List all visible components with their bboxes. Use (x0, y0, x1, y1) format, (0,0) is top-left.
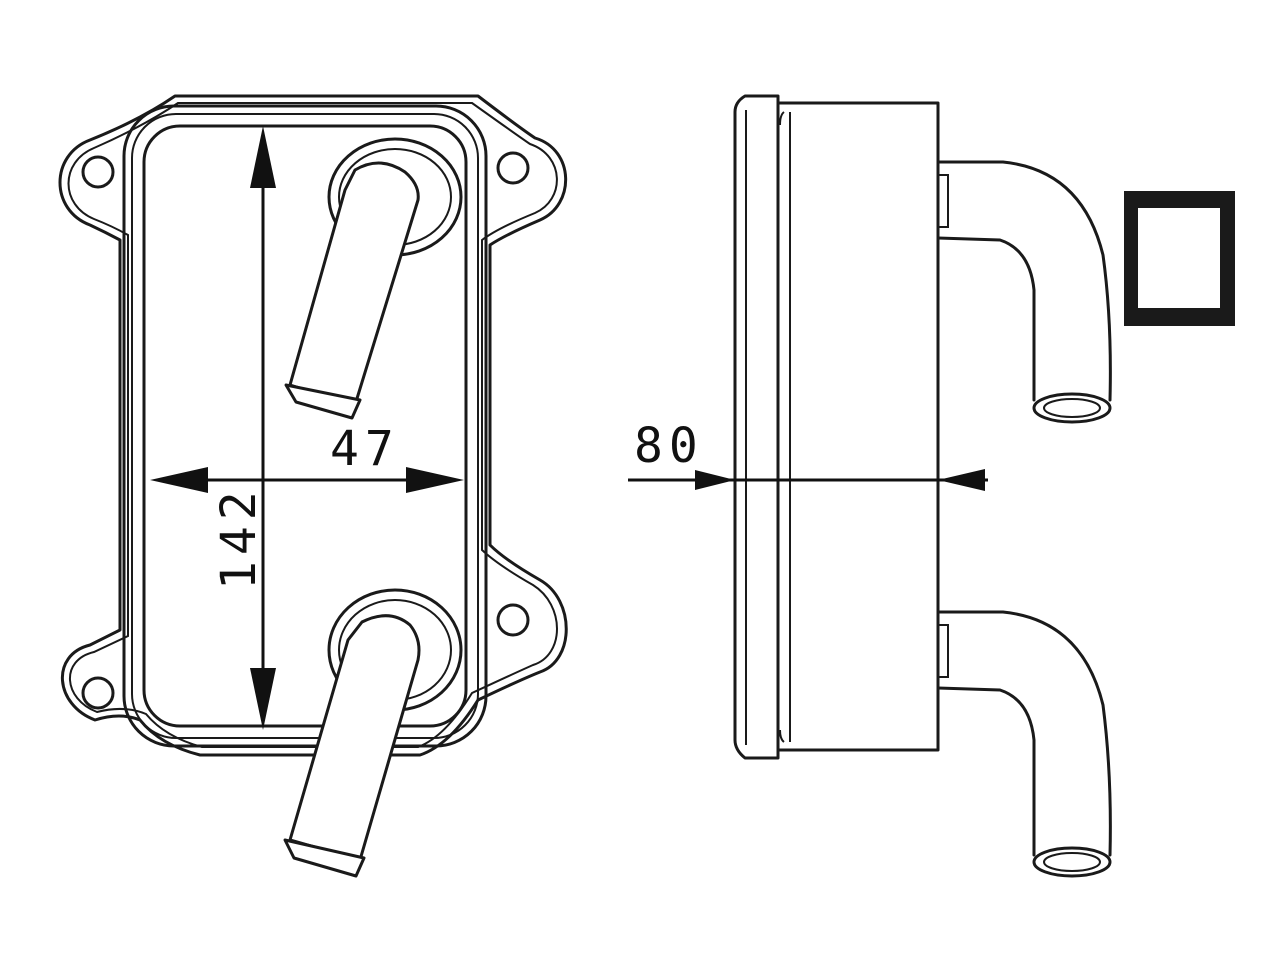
width-dimension-arrow-left (150, 467, 208, 493)
side-view-bottom-elbow-pipe (936, 610, 1112, 857)
side-view-top-pipe-collar (937, 174, 949, 228)
top-outlet-pipe-end (284, 383, 362, 420)
cooler-body-middle (131, 113, 479, 739)
height-dimension-arrow-bottom (250, 668, 276, 730)
mounting-hole-bottom-left (81, 676, 115, 710)
width-dimension-label: 47 (330, 421, 400, 477)
front-view-flange-inner-outline (67, 102, 558, 748)
cooler-body-outer (122, 104, 488, 748)
cooler-body-inner (142, 124, 468, 728)
depth-dimension-arrow-right (938, 469, 985, 491)
side-view-body (776, 101, 940, 752)
depth-dimension-arrow-left (695, 470, 735, 490)
side-view-top-elbow-pipe (936, 160, 1112, 402)
mounting-hole-top-left (81, 155, 115, 189)
front-view: 142 47 (58, 94, 568, 878)
side-view-flange (733, 94, 780, 760)
mounting-hole-top-right (496, 151, 530, 185)
side-view-bottom-pipe-opening-inner (1043, 852, 1101, 872)
side-view: 80 (628, 94, 1112, 878)
side-view-bottom-pipe-opening (1032, 846, 1112, 878)
depth-dimension-label: 80 (634, 418, 704, 474)
height-dimension-label: 142 (211, 485, 267, 590)
front-view-flange-outline (58, 94, 568, 757)
height-dimension-arrow-top (250, 126, 276, 188)
side-view-bottom-pipe-collar (937, 624, 949, 678)
top-outlet-pipe (288, 161, 420, 407)
side-view-top-pipe-opening-inner (1043, 398, 1101, 418)
side-view-body-inner (779, 111, 791, 743)
square-frame-symbol-inner (1138, 208, 1220, 308)
bottom-outlet-pipe (288, 614, 421, 862)
side-view-top-pipe-opening (1032, 392, 1112, 424)
bottom-outlet-pipe-end (283, 838, 366, 878)
square-frame-symbol (1124, 191, 1235, 326)
width-dimension-arrow-right (406, 467, 464, 493)
mounting-hole-bottom-right (496, 603, 530, 637)
